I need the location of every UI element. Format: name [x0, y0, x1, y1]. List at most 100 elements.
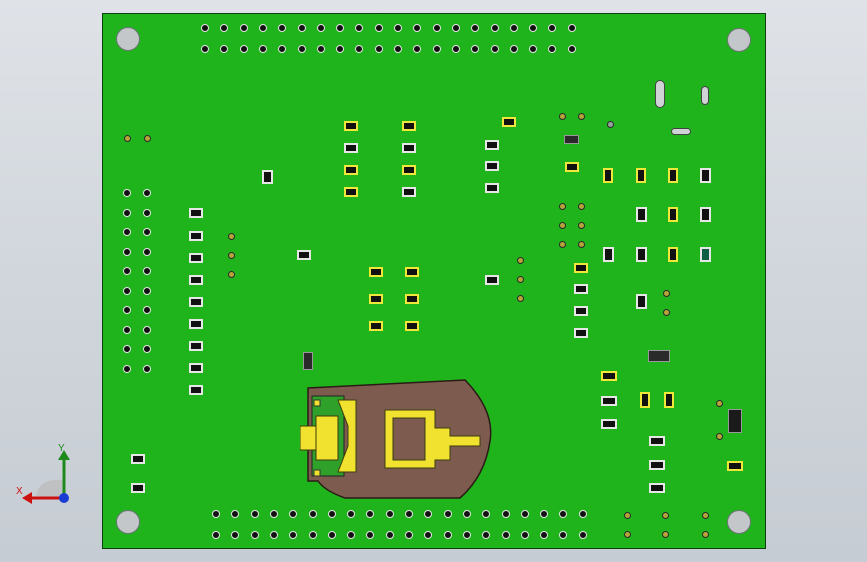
smd-capacitor[interactable]: [369, 294, 383, 304]
smd-capacitor[interactable]: [344, 187, 358, 197]
smd-resistor[interactable]: [574, 306, 588, 316]
soic8-chip[interactable]: [728, 409, 742, 433]
crystal-oscillator[interactable]: [701, 86, 709, 105]
header-pin: [278, 45, 287, 53]
smd-capacitor[interactable]: [344, 165, 358, 175]
smd-capacitor[interactable]: [668, 207, 678, 222]
smd-resistor[interactable]: [485, 140, 499, 150]
smd-resistor[interactable]: [189, 208, 203, 218]
smd-resistor[interactable]: [262, 170, 273, 184]
smd-resistor[interactable]: [649, 460, 665, 470]
sot23-transistor[interactable]: [303, 352, 313, 370]
header-pin: [366, 531, 375, 539]
x-axis-label: X: [16, 486, 23, 497]
via: [559, 222, 566, 229]
header-pin: [231, 531, 240, 539]
header-pin: [482, 510, 491, 518]
smd-resistor[interactable]: [700, 207, 711, 222]
smd-resistor[interactable]: [131, 454, 145, 464]
smd-resistor[interactable]: [636, 247, 647, 262]
header-pin: [123, 306, 131, 314]
smd-capacitor[interactable]: [405, 294, 419, 304]
header-pin: [355, 24, 364, 32]
smd-capacitor[interactable]: [369, 267, 383, 277]
smd-capacitor[interactable]: [668, 168, 678, 183]
smd-resistor[interactable]: [636, 207, 647, 222]
smd-capacitor[interactable]: [603, 168, 613, 183]
smd-resistor[interactable]: [574, 284, 588, 294]
smd-resistor[interactable]: [485, 183, 499, 193]
header-pin: [143, 364, 151, 373]
smd-led[interactable]: [700, 247, 711, 262]
header-pin: [212, 510, 220, 518]
smd-resistor[interactable]: [485, 275, 499, 285]
header-pin: [212, 531, 220, 539]
via: [702, 531, 709, 538]
smd-resistor[interactable]: [601, 419, 617, 429]
header-pin: [413, 24, 422, 32]
smd-resistor[interactable]: [344, 143, 358, 153]
crystal-oscillator[interactable]: [655, 80, 665, 108]
smd-resistor[interactable]: [649, 436, 665, 446]
smd-capacitor[interactable]: [640, 392, 650, 408]
smd-resistor[interactable]: [649, 483, 665, 493]
smd-capacitor[interactable]: [405, 321, 419, 331]
smd-capacitor[interactable]: [574, 263, 588, 273]
header-pin: [250, 510, 259, 518]
header-pin: [578, 531, 587, 539]
smd-capacitor[interactable]: [402, 165, 416, 175]
header-pin: [559, 531, 568, 539]
sot23-transistor[interactable]: [648, 350, 670, 362]
smd-resistor[interactable]: [574, 328, 588, 338]
smd-resistor[interactable]: [297, 250, 311, 260]
smd-capacitor[interactable]: [664, 392, 674, 408]
header-pin: [529, 45, 538, 53]
smd-resistor[interactable]: [189, 385, 203, 395]
via: [702, 512, 709, 519]
smd-capacitor[interactable]: [601, 371, 617, 381]
smd-resistor[interactable]: [189, 275, 203, 285]
smd-capacitor[interactable]: [502, 117, 516, 127]
smd-resistor[interactable]: [189, 319, 203, 329]
axis-triad-icon[interactable]: [14, 438, 80, 510]
smd-resistor[interactable]: [189, 297, 203, 307]
coin-cell-battery-holder[interactable]: [300, 376, 495, 501]
via: [663, 309, 670, 316]
smd-capacitor[interactable]: [636, 168, 646, 183]
header-pin: [509, 45, 518, 53]
smd-resistor[interactable]: [131, 483, 145, 493]
smd-capacitor[interactable]: [405, 267, 419, 277]
via: [228, 271, 235, 278]
smd-resistor[interactable]: [189, 253, 203, 263]
smd-resistor[interactable]: [603, 247, 614, 262]
header-pin: [405, 510, 413, 518]
header-pin: [143, 325, 151, 334]
smd-resistor[interactable]: [189, 363, 203, 373]
smd-resistor[interactable]: [700, 168, 711, 183]
smd-resistor[interactable]: [189, 341, 203, 351]
smd-capacitor[interactable]: [369, 321, 383, 331]
header-pin: [540, 531, 549, 539]
smd-capacitor[interactable]: [668, 247, 678, 262]
header-pin: [250, 531, 259, 539]
smd-resistor[interactable]: [402, 143, 416, 153]
header-pin: [289, 531, 298, 539]
smd-capacitor[interactable]: [565, 162, 579, 172]
smd-capacitor[interactable]: [402, 121, 416, 131]
header-pin: [490, 45, 499, 53]
mounting-hole: [116, 510, 140, 534]
smd-resistor[interactable]: [636, 294, 647, 309]
smd-capacitor[interactable]: [727, 461, 743, 471]
sot-package[interactable]: [564, 135, 579, 144]
header-pin: [201, 24, 209, 32]
header-pin: [239, 24, 248, 32]
via: [607, 121, 614, 128]
smd-resistor[interactable]: [601, 396, 617, 406]
smd-resistor[interactable]: [402, 187, 416, 197]
header-pin: [405, 531, 413, 539]
smd-resistor[interactable]: [189, 231, 203, 241]
smd-capacitor[interactable]: [344, 121, 358, 131]
small-crystal[interactable]: [671, 128, 691, 135]
smd-resistor[interactable]: [485, 161, 499, 171]
